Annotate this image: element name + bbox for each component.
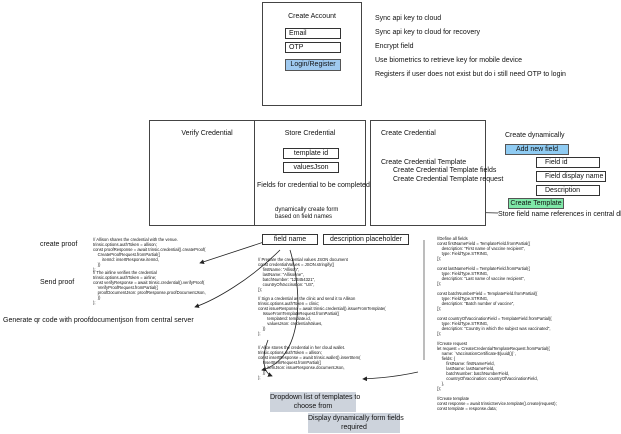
- code-airline-verify: // The airline verifies the credential t…: [93, 270, 206, 305]
- code-prepare-values: // Prepare the credential values JSON do…: [258, 257, 348, 292]
- add-new-field-button[interactable]: Add new field: [505, 144, 569, 155]
- arrow-template-request: [362, 371, 419, 382]
- template-id-field[interactable]: template id: [283, 148, 339, 159]
- description-input[interactable]: Description: [536, 185, 600, 196]
- create-account-title: Create Account: [288, 13, 336, 20]
- note-sync-recovery: Sync api key to cloud for recovery: [375, 29, 481, 36]
- template-line-3: Create Credential Template request: [393, 176, 504, 183]
- note-sync-cloud: Sync api key to cloud: [375, 15, 442, 22]
- login-register-button[interactable]: Login/Register: [285, 59, 341, 71]
- create-credential-title: Create Credential: [381, 130, 436, 137]
- field-id-input[interactable]: Field id: [536, 157, 600, 168]
- template-line-2: Create Credential Template fields: [393, 167, 497, 174]
- fields-to-complete-note: Fields for credential to be completed: [257, 182, 370, 189]
- code-allison-proof: // Allison shares the credential with th…: [93, 237, 206, 272]
- create-proof-label: create proof: [40, 241, 78, 248]
- account-notes: Sync api key to cloud Sync api key to cl…: [375, 14, 619, 84]
- create-account-panel: Create Account Email OTP Login/Register: [262, 2, 362, 106]
- note-registers: Registers if user does not exist but do …: [375, 71, 566, 78]
- note-encrypt: Encrypt field: [375, 43, 414, 50]
- verify-credential-panel: Verify Credential: [149, 120, 265, 226]
- dropdown-templates-note: Dropdown list of templates to choose fro…: [270, 392, 361, 412]
- store-credential-title: Store Credential: [284, 130, 336, 137]
- note-biometrics: Use biometrics to retrieve key for mobil…: [375, 57, 523, 64]
- dynamic-form-note: dynamically create form based on field n…: [275, 207, 339, 220]
- create-credential-panel: Create Credential Create Credential Temp…: [370, 120, 503, 226]
- code-sign-credential: // Sign a credential as the clinic and s…: [258, 296, 386, 336]
- verify-credential-title: Verify Credential: [181, 130, 233, 137]
- central-db-note: Store field name references in central d…: [498, 211, 621, 218]
- values-json-field[interactable]: valuesJson: [283, 162, 339, 173]
- store-credential-panel: Store Credential template id valuesJson …: [254, 120, 370, 226]
- code-define-fields: //Define all fields const firstNameField…: [437, 236, 557, 411]
- display-form-fields-note: Display dynamically form fields required: [308, 413, 404, 433]
- create-dynamically-title: Create dynamically: [505, 132, 565, 139]
- create-template-button[interactable]: Create Template: [508, 198, 564, 209]
- description-placeholder-box: description placeholder: [323, 234, 409, 245]
- template-line-1: Create Credential Template: [381, 159, 467, 166]
- email-field[interactable]: Email: [285, 28, 341, 39]
- field-display-name-input[interactable]: Field display name: [536, 171, 606, 182]
- send-proof-label: Send proof: [40, 279, 75, 286]
- otp-field[interactable]: OTP: [285, 42, 341, 53]
- code-wallet-insert: // Alice stores the credential in her cl…: [258, 345, 361, 380]
- field-name-box: field name: [262, 234, 318, 245]
- generate-qr-label: Generate qr code with proofdocumentjson …: [3, 317, 194, 324]
